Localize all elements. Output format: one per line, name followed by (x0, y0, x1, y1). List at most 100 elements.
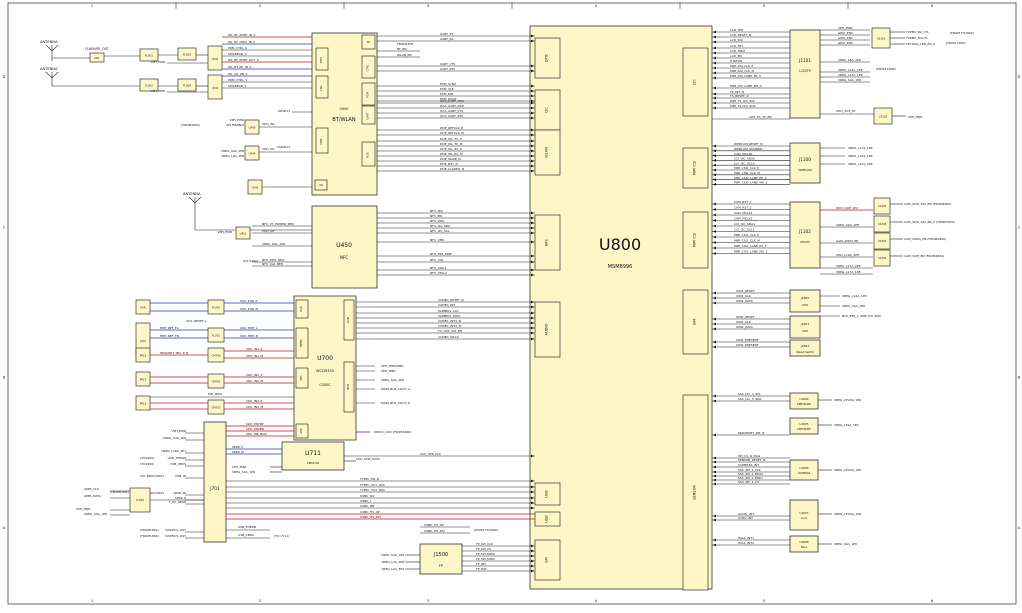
codec-left-net: CDC_IN3_P (246, 399, 263, 403)
conn-tag: (FROM1800) (140, 528, 159, 532)
wlan-sub-label: PCIE (366, 152, 370, 158)
mcam-bus-arrow (713, 202, 716, 206)
spkr-left-net: SPKR_M (232, 450, 244, 454)
typec-bus-arrow (531, 506, 534, 510)
rf-net-label: VPH_PWR (151, 89, 165, 93)
sensor-pressure-0 (789, 392, 819, 410)
rf-filter-label: FL001 (145, 54, 153, 58)
row-marker: B (3, 376, 6, 380)
sensor-bus-arrow (713, 433, 716, 437)
codec-sub-label: SPK (299, 428, 303, 433)
fp-bus-arrow (531, 544, 534, 548)
codec-bus-arrow (531, 326, 534, 330)
conn-u702-net: APPS_DATA (84, 494, 102, 498)
codec-left-net: CDC_HPH_R (240, 334, 258, 338)
mcam-bus-label: MIPI_CSI1_CLK_P (734, 233, 759, 237)
nfc-ldo (235, 226, 251, 240)
sensor-right-net: VREG_L19A_3P0 (834, 423, 859, 427)
rf-net-label: VDD_WL (262, 122, 275, 126)
codec-left-net: CDC_MICBP (246, 422, 264, 426)
webcam-bus-label: WEBCAM_RESET_N (734, 142, 762, 146)
wlan-bus-label: PCIE_WAKE_N (440, 157, 461, 161)
lcd-pwr: VPH_PWR (908, 115, 922, 119)
wlan-left-net: DVDD11 (277, 145, 290, 149)
lcd-bus-arrow (713, 101, 716, 105)
typec-bus-label: TYPEC_CC1_SDA (359, 483, 386, 487)
codec-left-net: CDC_IN2_P (246, 373, 263, 377)
codec-left-net: CDC_IN3_M (246, 405, 264, 409)
spkr-right-net: CDC_PCM_DATA (356, 457, 381, 461)
codec-left-net: CDC_HPH_L (240, 326, 258, 330)
sensor-bus-arrow (713, 470, 716, 474)
lcd-bus-arrow (713, 96, 716, 100)
webcam-bus-arrow (713, 144, 716, 148)
lcd-from: (FROM 1800) (876, 67, 896, 71)
rf-filter-label: FL004 (183, 84, 191, 88)
webcam-bus-label: CCI_I2C_SDA0 (734, 157, 755, 161)
mic-1 (135, 371, 151, 387)
nfc-left-net: NFC_DWL_REQ (262, 258, 285, 262)
mcam-right-net: VREG_L17A_1P8 (836, 270, 861, 274)
nfc-left-net: VDD_UP (262, 229, 274, 233)
wlan-ref: U900 (340, 107, 349, 111)
diplexer (89, 52, 105, 63)
sensor-right-net: VREG_L5VDA_1P8 (834, 468, 861, 472)
rf-net-label: (FROM1800) (181, 123, 200, 127)
wlan-bus-label: PCM_DIN (440, 92, 453, 96)
row-marker: D (1018, 75, 1021, 79)
u800-port-7 (534, 539, 561, 581)
column-marker: 1 (91, 599, 93, 603)
row-marker: B (1018, 376, 1021, 380)
sim-name: SIM (802, 303, 808, 307)
rf-switch-a (207, 45, 223, 71)
mcam-bus-arrow (713, 241, 716, 244)
lcd-bus-label: LCD_PWM (730, 49, 745, 53)
codec-sub-mbhc (295, 327, 309, 359)
conn-left-net: VREG_L16A_2P7 (161, 449, 186, 453)
nfc-bus-label: NFC_IRQ (430, 209, 444, 213)
lcd-right-net: VREG_S4A_1P8 (838, 78, 861, 82)
usb-dm-label: USBD_HS_DM (360, 515, 381, 519)
wlan-sub-uart (361, 105, 376, 125)
wlan-bus-arrow (531, 111, 534, 115)
mcam-ldo-net: CAM_AVDD_EN (FROM1800) (904, 237, 946, 241)
rf-net-label: WL_RF_PORT_IN_0 (228, 33, 255, 37)
wlan-sub-label: RFIO (319, 57, 323, 63)
fp-bus-label: FP_INT (476, 562, 486, 566)
sim-bus-arrow (713, 345, 716, 349)
sim-right-net: NFC_ESE_1_SWP (TO 450) (842, 314, 881, 318)
codec-left-net: CDC_EAR_M (240, 307, 259, 311)
conn-tag: (TO1900) (140, 462, 154, 466)
sensor-bus-arrow (713, 482, 716, 486)
wlan-sub-pcie (361, 141, 376, 167)
wlan-bus-label: PCM_CLK (440, 87, 455, 91)
wlan-sub-label: PA (367, 40, 370, 44)
webcam-bus-arrow (713, 163, 716, 167)
mcam-right-net: VDD_CAM_1P2 (836, 206, 858, 210)
nfc-bus-label: NFC_XTAL2 (430, 271, 447, 275)
codec-sub-hph (343, 361, 355, 413)
wlan-bus-label: PCIE_RST_N (440, 162, 458, 166)
conn-left-net: USB_ID (175, 474, 187, 478)
mcam-bus-arrow (713, 235, 716, 239)
sim-detect-name: Detect Switch (796, 350, 814, 354)
rf-filter-1 (139, 78, 159, 92)
u800-port-12 (682, 394, 709, 591)
webcam-bus-label: CCI_I2C_SCL0 (734, 161, 755, 165)
nfc-bus-arrow (531, 240, 534, 244)
column-marker: 6 (931, 599, 934, 603)
sim-2 (789, 315, 821, 339)
conn-tag: (TO 1800/1802) (140, 491, 164, 495)
wlan-bus-label: UART_CTS (440, 62, 455, 66)
lcd-bus-arrow (713, 46, 716, 50)
mcam-ldo-label: U1304 (878, 239, 887, 243)
sensor-pressure-1 (789, 417, 819, 435)
wlan-sub-lna (315, 75, 329, 99)
lcd-bus-arrow (713, 106, 716, 110)
wlan-bus-label: QCA_UART_RTS (440, 114, 463, 118)
codec-filter-label: CM701 (212, 380, 221, 384)
column-marker: 4 (595, 4, 598, 8)
fp-left-net: VREG_L2A_3P0 (381, 567, 404, 571)
sensor-bus-label: HALL_INT1 (738, 536, 754, 540)
lcd-right-net: VREG_L17A_1P8 (838, 73, 863, 77)
